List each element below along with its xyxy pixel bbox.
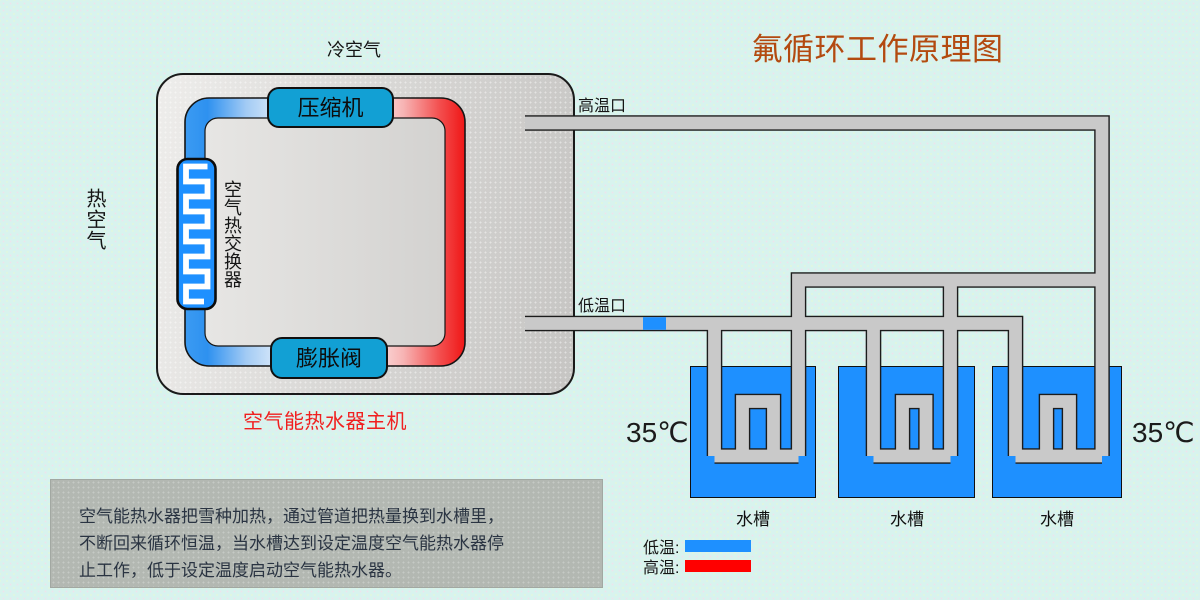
tank-label-3: 水槽 <box>1040 510 1074 529</box>
high-temp-port-label: 高温口 <box>578 98 627 115</box>
water-tank-1 <box>690 366 816 498</box>
description-line-3: 止工作，低于设定温度启动空气能热水器。 <box>79 561 402 580</box>
legend-low-swatch <box>685 540 752 552</box>
tank-label-1: 水槽 <box>736 510 770 529</box>
low-temp-port-label: 低温口 <box>578 298 627 315</box>
water-tank-3 <box>992 366 1122 498</box>
legend-row-low: 低温: <box>643 536 752 557</box>
heat-exchanger-label: 空气热交换器 <box>222 180 242 288</box>
temp-left-label: 35℃ <box>626 417 689 448</box>
tank-label-2: 水槽 <box>890 510 924 529</box>
cold-air-label: 冷空气 <box>327 40 381 60</box>
low-temp-flow-marker <box>643 317 666 330</box>
diagram-title: 氟循环工作原理图 <box>751 32 1004 67</box>
hot-air-label: 热空气 <box>83 188 105 251</box>
water-tank-2 <box>838 366 975 498</box>
legend-high-swatch <box>685 560 752 572</box>
unit-caption: 空气能热水器主机 <box>243 411 407 433</box>
legend-row-high: 高温: <box>643 556 752 577</box>
temp-right-label: 35℃ <box>1132 417 1195 448</box>
legend: 低温: 高温: <box>643 536 752 577</box>
description-box: 空气能热水器把雪种加热，通过管道把热量换到水槽里， 不断回来循环恒温，当水槽达到… <box>50 479 603 588</box>
description-line-2: 不断回来循环恒温，当水槽达到设定温度空气能热水器停 <box>79 534 504 553</box>
description-line-1: 空气能热水器把雪种加热，通过管道把热量换到水槽里， <box>79 507 504 526</box>
legend-high-label: 高温: <box>643 560 680 577</box>
legend-low-label: 低温: <box>643 540 680 557</box>
